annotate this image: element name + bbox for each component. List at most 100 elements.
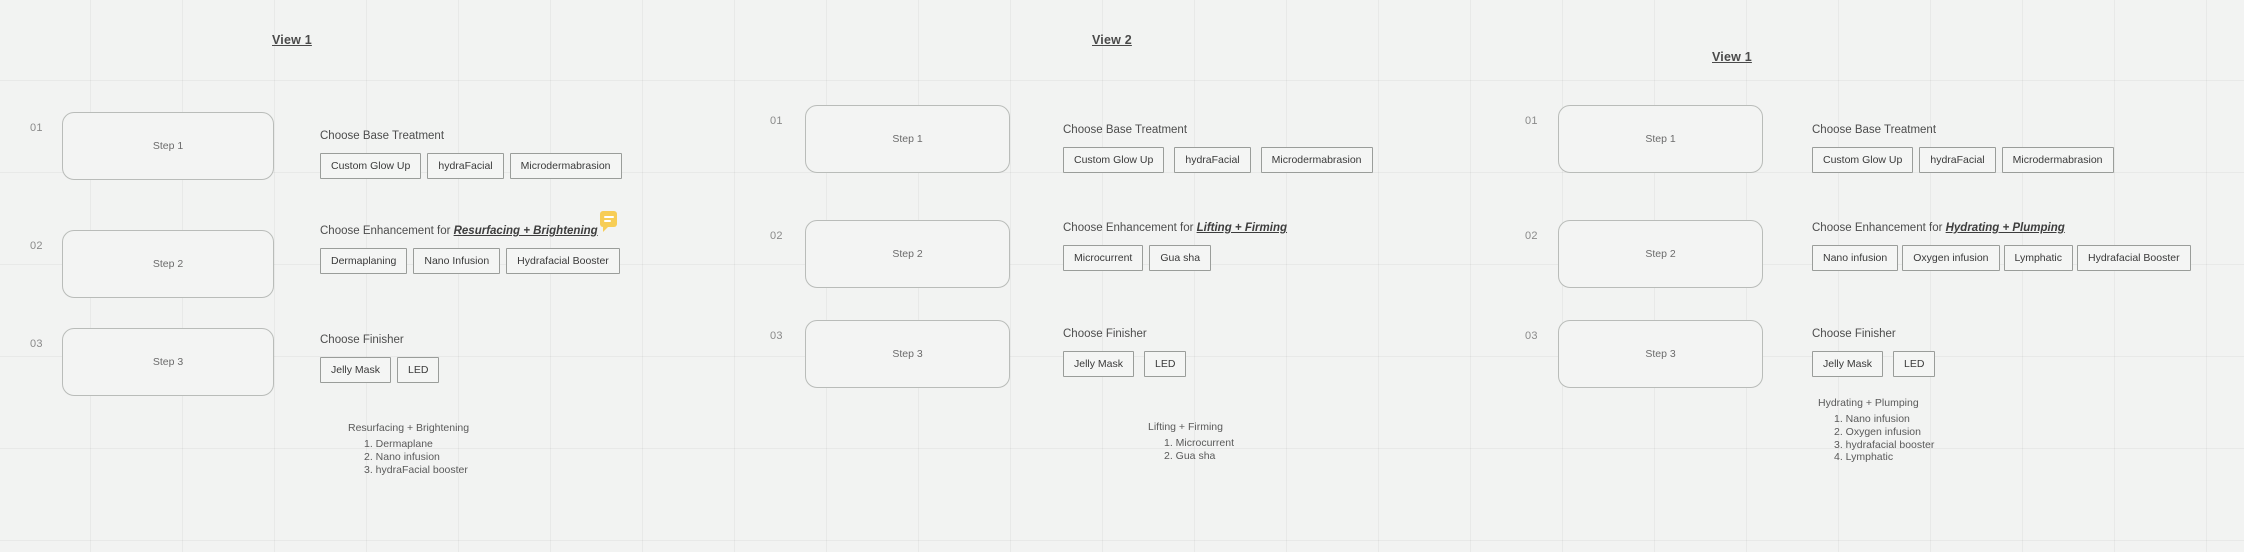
option-button[interactable]: Hydrafacial Booster xyxy=(2076,244,2191,271)
option-button[interactable]: LED xyxy=(397,356,440,383)
option-button-row: Custom Glow Up hydraFacial Microdermabrasi… xyxy=(1063,146,1373,173)
option-button[interactable]: Nano Infusion xyxy=(413,247,501,274)
option-button[interactable]: Custom Glow Up xyxy=(1812,146,1914,173)
group-label: Choose Finisher xyxy=(320,334,439,348)
step-frame-label: Step 3 xyxy=(892,348,923,360)
option-button[interactable]: Custom Glow Up xyxy=(320,152,422,179)
group-label-emphasis: Resurfacing + Brightening xyxy=(453,225,598,237)
option-button[interactable]: Oxygen infusion xyxy=(1902,244,2000,271)
legend-item: 3. hydrafacial booster xyxy=(1834,438,1935,451)
step-frame[interactable]: Step 1 xyxy=(1558,105,1763,173)
option-button[interactable]: Jelly Mask xyxy=(320,356,392,383)
option-button[interactable]: Dermaplaning xyxy=(320,247,408,274)
step-frame-label: Step 2 xyxy=(1645,248,1676,260)
group-label: Choose Enhancement for Lifting + Firming xyxy=(1063,222,1287,236)
option-button[interactable]: Lymphatic xyxy=(2003,244,2073,271)
step-frame[interactable]: Step 2 xyxy=(1558,220,1763,288)
legend-item: 3. hydraFacial booster xyxy=(364,463,468,476)
row-number: 03 xyxy=(30,338,43,350)
row-number: 01 xyxy=(770,115,783,127)
group-label-text: Choose Finisher xyxy=(1063,328,1147,340)
option-button[interactable]: Nano infusion xyxy=(1812,244,1899,271)
group-label-emphasis: Lifting + Firming xyxy=(1196,222,1288,234)
option-group: Choose Enhancement for Resurfacing + Bri… xyxy=(320,225,620,274)
option-button[interactable]: hydraFacial xyxy=(1919,146,1996,173)
option-button[interactable]: LED xyxy=(1144,350,1187,377)
step-frame[interactable]: Step 2 xyxy=(62,230,274,298)
step-frame[interactable]: Step 2 xyxy=(805,220,1010,288)
legend-title: Resurfacing + Brightening xyxy=(348,422,470,434)
option-button[interactable]: hydraFacial xyxy=(427,152,504,179)
view-title: View 2 xyxy=(1092,33,1132,47)
step-frame[interactable]: Step 1 xyxy=(62,112,274,180)
legend-title: Lifting + Firming xyxy=(1148,421,1223,433)
step-frame[interactable]: Step 3 xyxy=(805,320,1010,388)
legend-item: 1. Nano infusion xyxy=(1834,413,1910,425)
row-number: 02 xyxy=(1525,230,1538,242)
row-number: 02 xyxy=(30,240,43,252)
group-label-text: Choose Base Treatment xyxy=(1812,124,1937,136)
row-number: 01 xyxy=(1525,115,1538,127)
view-title: View 1 xyxy=(1712,50,1752,64)
group-label: Choose Base Treatment xyxy=(1063,124,1373,138)
step-frame-label: Step 1 xyxy=(152,140,184,152)
option-button[interactable]: LED xyxy=(1893,350,1936,377)
legend-item: 1. Microcurrent xyxy=(1164,437,1235,449)
option-button[interactable]: Jelly Mask xyxy=(1063,350,1135,377)
option-button[interactable]: Microdermabrasion xyxy=(509,152,622,179)
step-frame[interactable]: Step 1 xyxy=(805,105,1010,173)
step-frame-label: Step 3 xyxy=(152,356,184,368)
legend-item: 2. Nano infusion xyxy=(364,450,440,463)
step-frame[interactable]: Step 3 xyxy=(62,328,274,396)
step-frame-label: Step 3 xyxy=(1645,348,1676,360)
group-label-text: Choose Enhancement for xyxy=(320,225,454,237)
option-button[interactable]: Microdermabrasion xyxy=(1260,146,1373,173)
option-button[interactable]: Jelly Mask xyxy=(1812,350,1884,377)
option-button[interactable]: Gua sha xyxy=(1149,244,1212,271)
option-button[interactable]: Microcurrent xyxy=(1063,244,1144,271)
option-button-row: Jelly Mask LED xyxy=(1812,350,1936,377)
step-frame[interactable]: Step 3 xyxy=(1558,320,1763,388)
step-frame-label: Step 1 xyxy=(1645,133,1676,145)
legend-title: Hydrating + Plumping xyxy=(1818,397,1919,409)
step-frame-label: Step 1 xyxy=(892,133,923,145)
note-line xyxy=(603,216,614,218)
step-frame-label: Step 2 xyxy=(892,248,923,260)
option-button[interactable]: Microdermabrasion xyxy=(2001,146,2114,173)
group-label-text: Choose Enhancement for xyxy=(1812,222,1946,234)
option-button-row: Jelly Mask LED xyxy=(1063,350,1187,377)
group-label-emphasis: Hydrating + Plumping xyxy=(1945,222,2065,234)
option-group: Choose Enhancement for Hydrating + Plump… xyxy=(1812,222,2191,271)
option-button[interactable]: hydraFacial xyxy=(1174,146,1251,173)
group-label-text: Choose Finisher xyxy=(320,334,404,346)
option-button[interactable]: Hydrafacial Booster xyxy=(506,247,620,274)
legend-item: 4. Lymphatic xyxy=(1834,451,1894,464)
group-label: Choose Enhancement for Resurfacing + Bri… xyxy=(320,225,620,239)
option-button[interactable]: Custom Glow Up xyxy=(1063,146,1165,173)
note-line xyxy=(603,220,611,222)
legend-item: 2. Gua sha xyxy=(1164,449,1216,462)
group-label-text: Choose Enhancement for xyxy=(1063,222,1197,234)
group-label-text: Choose Base Treatment xyxy=(320,130,445,142)
comment-note-icon[interactable] xyxy=(600,211,617,232)
group-label: Choose Base Treatment xyxy=(320,130,622,144)
group-label-text: Choose Base Treatment xyxy=(1063,124,1188,136)
group-label: Choose Base Treatment xyxy=(1812,124,2114,138)
row-number: 03 xyxy=(770,330,783,342)
group-label-text: Choose Finisher xyxy=(1812,328,1896,340)
view-title: View 1 xyxy=(272,33,312,47)
group-label: Choose Finisher xyxy=(1812,328,1935,342)
